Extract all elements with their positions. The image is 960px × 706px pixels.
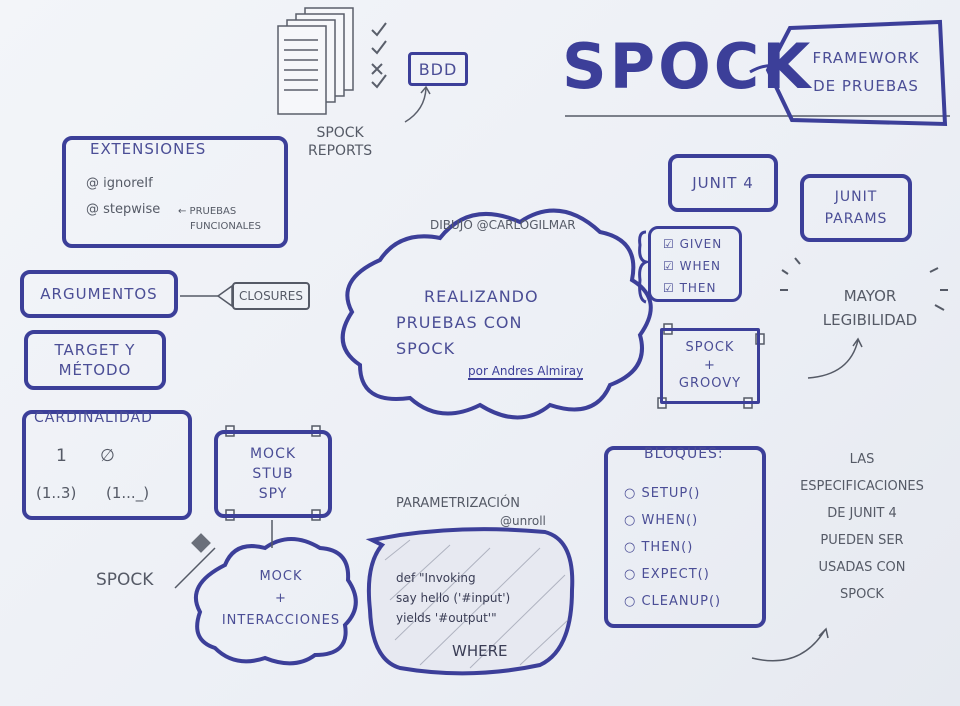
bloques-list: ○ SETUP() ○ WHEN() ○ THEN() ○ EXPECT() ○ CLE…	[624, 480, 721, 615]
bloque-item: ○ WHEN()	[624, 513, 699, 528]
extensiones-title: EXTENSIONES	[90, 140, 207, 158]
mock-cloud	[194, 537, 358, 666]
center-cloud	[340, 208, 653, 420]
junit-specs-text: LAS ESPECIFICACIONES DE JUNIT 4 PUEDEN S…	[800, 452, 924, 602]
cardinalidad-box: CARDINALIDAD 1 ∅ (1..3) (1..._)	[22, 410, 192, 520]
given-when-then-box: ☑ GIVEN☑ WHEN☑ THEN	[648, 226, 742, 302]
mock-interacciones-text: MOCK+INTERACCIONES	[221, 569, 341, 628]
where-label: WHERE	[452, 642, 508, 660]
parametrizacion-title: PARAMETRIZACIÓN	[396, 496, 520, 511]
stepwise-item: @ stepwise	[86, 202, 161, 217]
code-snippet: def "Invoking say hello ('#input') yield…	[396, 571, 511, 625]
bloques-title: BLOQUES:	[644, 446, 724, 462]
documents-icon	[277, 7, 354, 115]
bloque-item: ○ CLEANUP()	[624, 594, 722, 609]
bloques-box: BLOQUES: ○ SETUP() ○ WHEN() ○ THEN() ○ EXPE…	[604, 446, 766, 628]
ignoreif-item: @ ignoreIf	[86, 176, 153, 191]
unroll-tag: @unroll	[500, 514, 546, 528]
byline: por Andres Almiray	[468, 364, 584, 380]
junit4-box: JUNIT 4	[668, 154, 778, 212]
center-cloud-title: REALIZANDO PRUEBAS CON SPOCK	[396, 287, 539, 358]
cardinalidad-title: CARDINALIDAD	[34, 410, 153, 426]
argumentos-box: ARGUMENTOS	[20, 270, 178, 318]
framework-banner	[765, 19, 948, 127]
spock-label: SPOCK	[96, 570, 154, 590]
arrow-reports-bdd	[404, 87, 427, 123]
bloque-item: ○ EXPECT()	[624, 567, 710, 582]
bloque-item: ○ SETUP()	[624, 486, 701, 501]
checkmarks-icon	[371, 22, 387, 89]
extensiones-box: EXTENSIONES @ ignoreIf @ stepwise ← PRUE…	[62, 136, 288, 248]
closures-box: CLOSURES	[232, 282, 310, 310]
bloque-item: ○ THEN()	[624, 540, 694, 555]
speech-bubble	[365, 527, 575, 676]
page-title: SPOCK	[562, 30, 814, 103]
spock-groovy-box: SPOCK+GROOVY	[660, 328, 760, 404]
bdd-box: BDD	[408, 52, 468, 86]
credit-text: DIBUJÓ @CARLOGILMAR	[430, 218, 576, 232]
